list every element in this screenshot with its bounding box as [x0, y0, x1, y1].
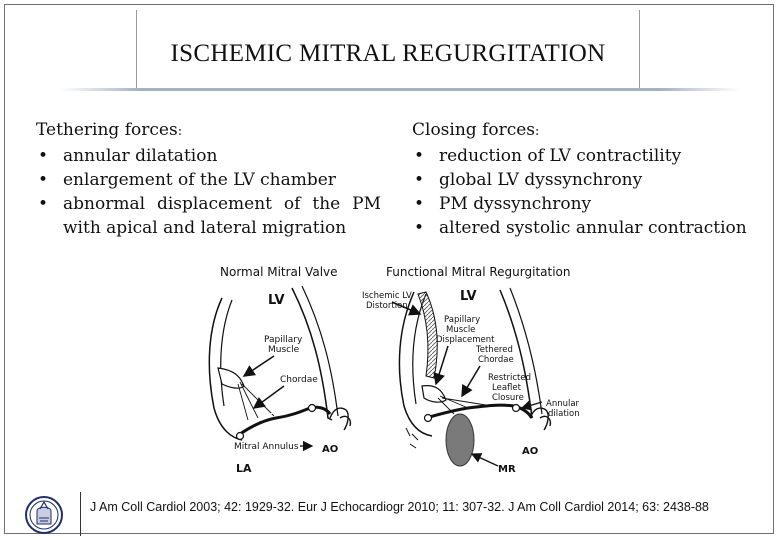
slide-frame — [4, 4, 774, 534]
tethering-heading: Tethering forces — [36, 120, 178, 140]
functional-annulus-node — [423, 413, 433, 423]
slide-title: ISCHEMIC MITRAL REGURGITATION — [170, 40, 606, 67]
functional-ischemic-segment — [417, 291, 438, 379]
closure-label: Closure — [492, 393, 524, 403]
normal-valve-title: Normal Mitral Valve — [220, 265, 338, 279]
chordae-label: Chordae — [478, 355, 514, 365]
title-box: ISCHEMIC MITRAL REGURGITATION — [136, 10, 640, 88]
normal-leaflets-inner — [241, 401, 313, 429]
leaflet-label: Leaflet — [492, 383, 522, 393]
mr-label: MR — [498, 464, 516, 475]
normal-annulus-label: Mitral Annulus — [234, 442, 299, 452]
normal-annulus-node — [307, 403, 317, 413]
functional-mr-title: Functional Mitral Regurgitation — [386, 265, 571, 279]
normal-valve-panel: Normal Mitral Valve LV Papillary Muscle … — [208, 265, 352, 475]
tethering-item: enlargement of the LV chamber — [36, 168, 381, 192]
displacement-label: Displacement — [436, 335, 495, 345]
functional-aorta — [529, 407, 552, 431]
normal-septum-inner — [301, 285, 339, 417]
normal-chordae-label: Chordae — [280, 375, 318, 385]
normal-chordae-arrow — [252, 385, 285, 409]
tethering-item: abnormal displacement of the PM with api… — [36, 192, 381, 240]
closing-item: reduction of LV contractility — [412, 144, 762, 168]
mr-jet — [445, 413, 475, 467]
closing-item: altered systolic annular contraction — [412, 216, 762, 240]
normal-lv-wall-inner — [220, 299, 233, 407]
functional-muscle-label: Muscle — [446, 325, 475, 335]
normal-aorta — [329, 407, 352, 431]
functional-papillary-muscle — [421, 385, 447, 403]
title-underline — [60, 88, 740, 91]
annular-label: Annular — [546, 399, 580, 409]
closing-item: PM dyssynchrony — [412, 192, 762, 216]
tethered-arrow — [461, 365, 481, 398]
displacement-arrow — [433, 345, 449, 386]
closing-colon: : — [535, 124, 540, 139]
closing-heading: Closing forces — [412, 120, 536, 140]
functional-wall-fragments — [405, 427, 419, 449]
annular-arrow — [520, 400, 543, 411]
normal-lv-label: LV — [268, 293, 285, 308]
mr-arrow — [470, 453, 499, 467]
functional-mr-panel: Functional Mitral Regurgitation Ischemic… — [362, 265, 580, 475]
functional-leaflets — [425, 403, 534, 420]
closing-heading-line: Closing forces: — [412, 118, 762, 144]
functional-annulus-node — [511, 403, 521, 413]
closing-forces-column: Closing forces: reduction of LV contract… — [412, 118, 762, 240]
tethered-label: Tethered — [475, 345, 513, 355]
footer-divider — [80, 492, 81, 536]
normal-lv-wall-left — [208, 297, 243, 441]
restricted-label: Restricted — [488, 373, 531, 383]
normal-papillary-arrow — [242, 355, 275, 377]
university-seal-icon — [25, 496, 63, 534]
functional-lv-label: LV — [460, 289, 477, 304]
closing-list: reduction of LV contractility global LV … — [412, 144, 762, 240]
ischemic-arrow — [391, 301, 422, 316]
normal-ao-label: AO — [322, 444, 338, 455]
distortion-label: Distortion — [366, 301, 408, 311]
normal-leaflets — [239, 405, 332, 436]
closing-item: global LV dyssynchrony — [412, 168, 762, 192]
tethering-item: annular dilatation — [36, 144, 381, 168]
tethering-heading-line: Tethering forces: — [36, 118, 381, 144]
normal-muscle-label: Muscle — [268, 345, 300, 355]
normal-la-label: LA — [236, 462, 252, 475]
functional-ao-label: AO — [522, 446, 538, 457]
citation: J Am Coll Cardiol 2003; 42: 1929-32. Eur… — [90, 500, 709, 514]
mitral-valve-diagram: Normal Mitral Valve LV Papillary Muscle … — [208, 265, 580, 475]
functional-septum-inner — [509, 287, 543, 415]
tethering-forces-column: Tethering forces: annular dilatation enl… — [36, 118, 381, 240]
tethering-colon: : — [177, 124, 183, 139]
tethering-list: annular dilatation enlargement of the LV… — [36, 144, 381, 240]
functional-papillary-label: Papillary — [444, 315, 480, 325]
dilation-label: dilation — [548, 409, 580, 419]
normal-papillary-label: Papillary — [264, 335, 303, 345]
functional-lv-wall-left — [398, 291, 433, 437]
normal-annulus-node — [235, 431, 245, 441]
ischemic-label: Ischemic LV — [362, 291, 412, 301]
